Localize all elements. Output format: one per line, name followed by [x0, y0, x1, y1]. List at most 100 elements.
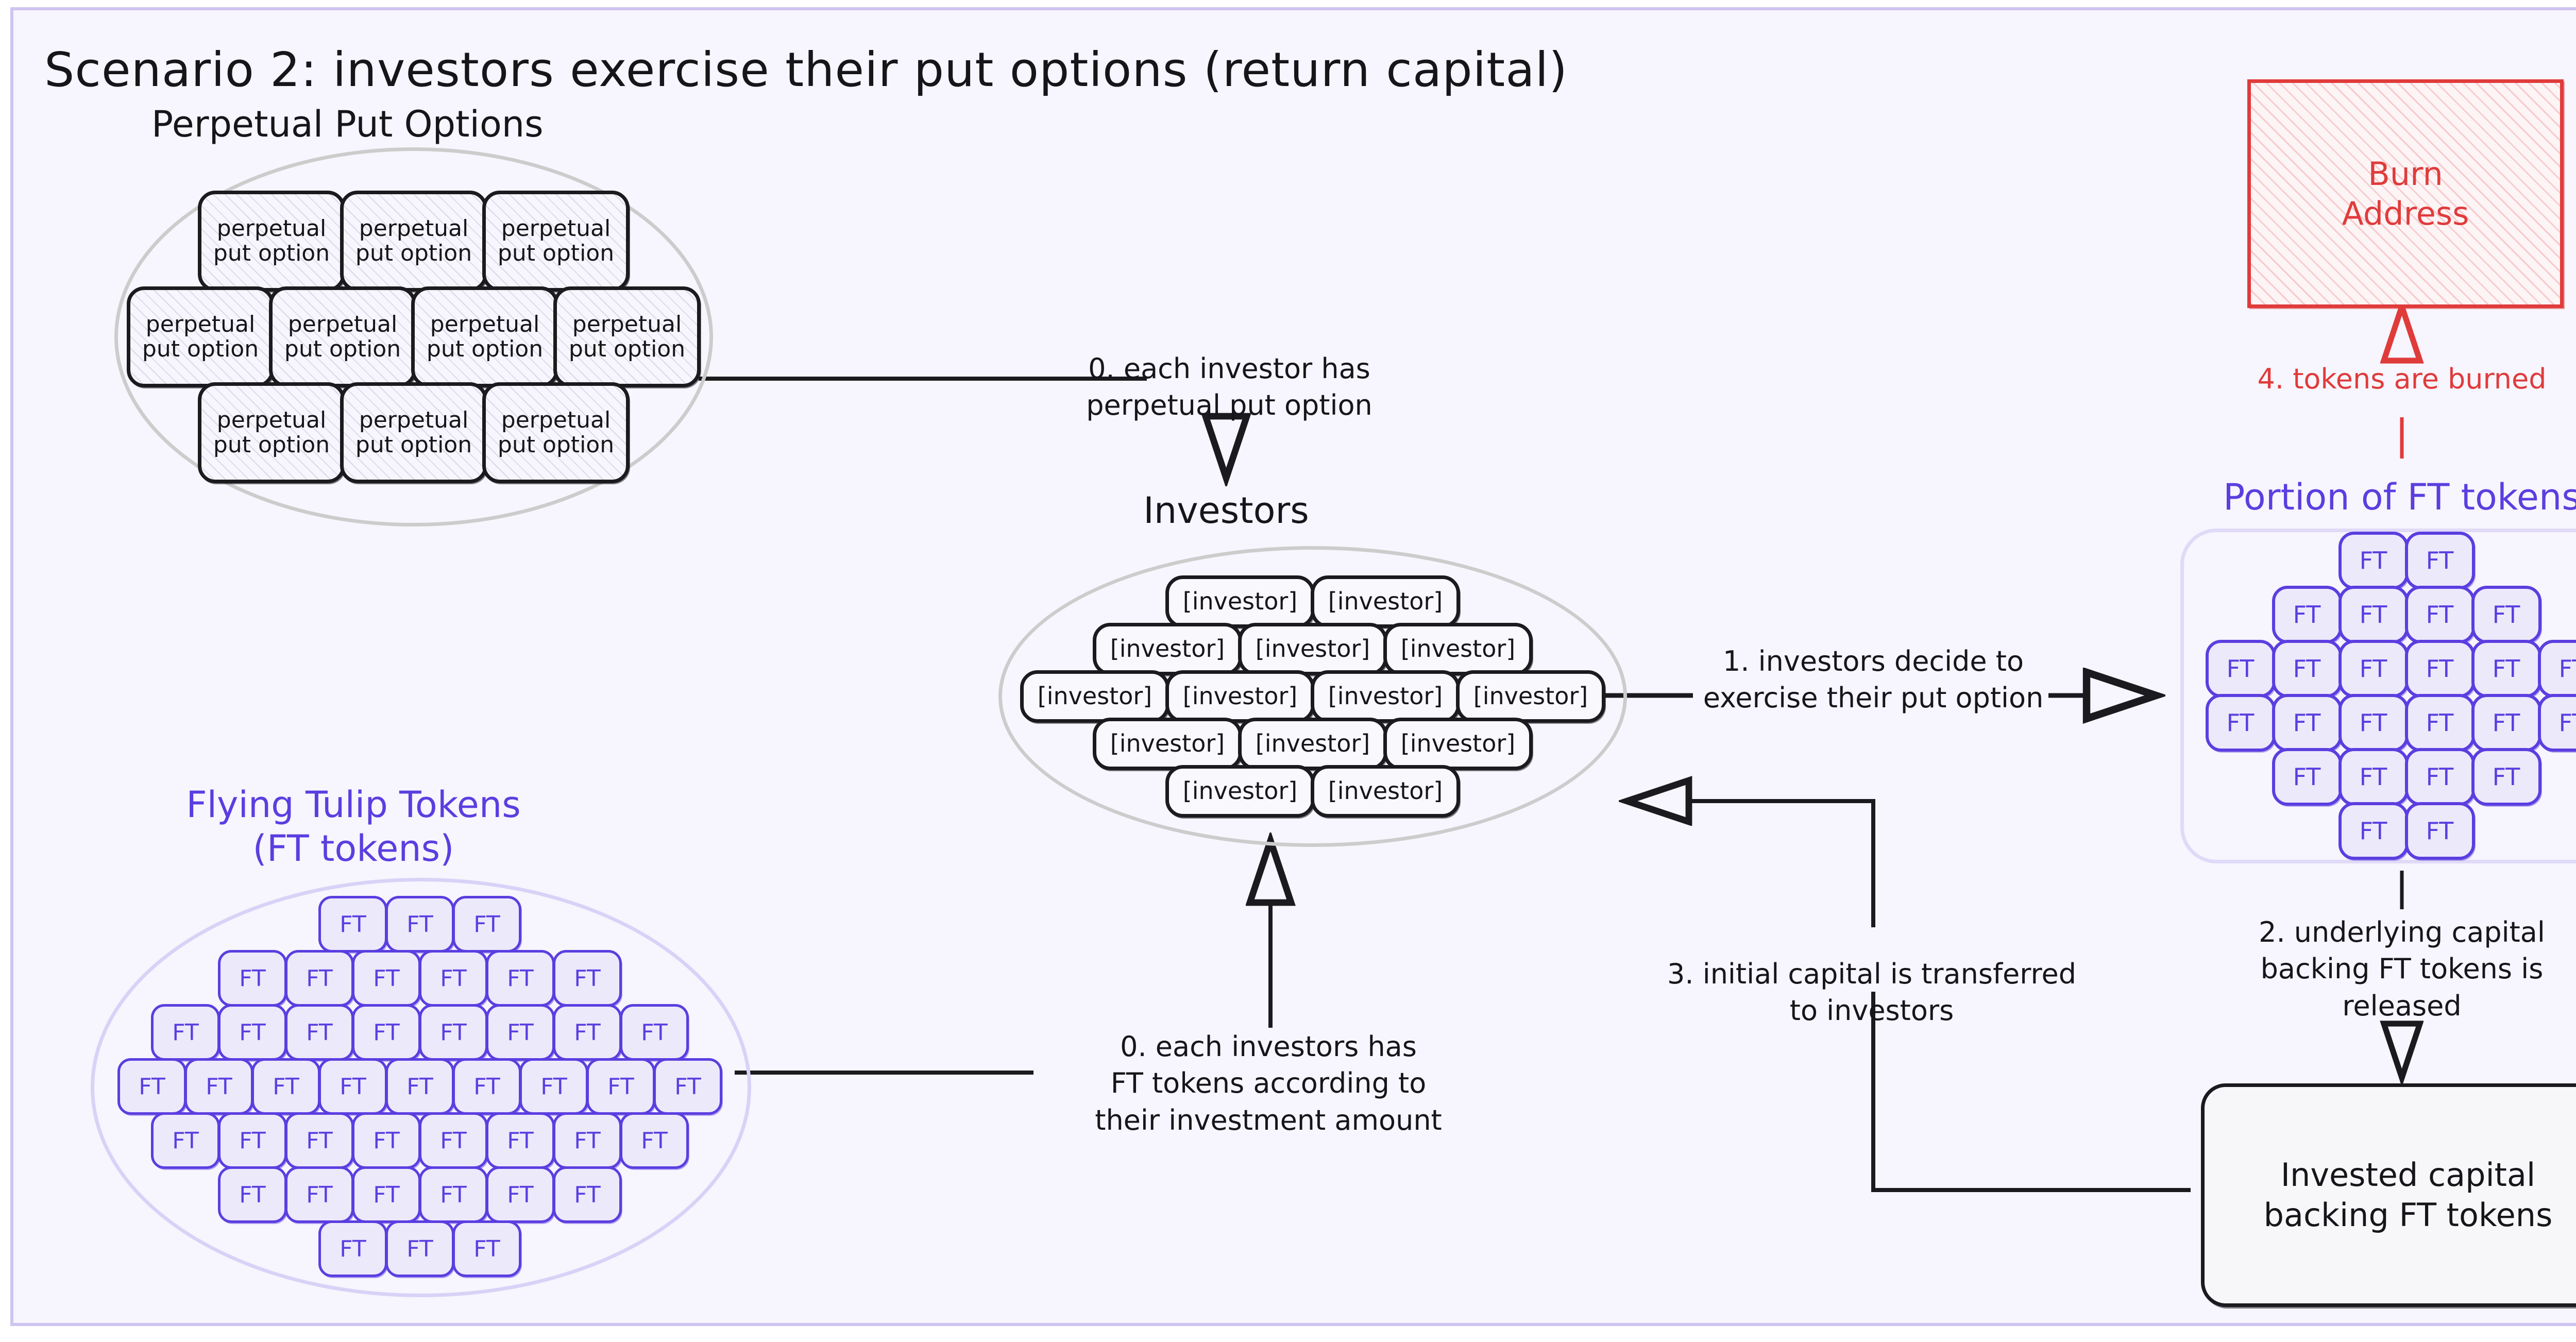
perpetual-put-option-box[interactable]: perpetual put option: [340, 191, 487, 292]
ft-token-box[interactable]: FT: [184, 1058, 253, 1115]
ft-token-box[interactable]: FT: [151, 1004, 220, 1061]
ft-token-box[interactable]: FT: [352, 950, 421, 1007]
portion-ft-token-box[interactable]: FT: [2404, 748, 2475, 806]
perpetual-put-option-box[interactable]: perpetual put option: [553, 286, 701, 387]
investor-box[interactable]: [investor]: [1311, 575, 1460, 628]
perpetual-put-option-box[interactable]: perpetual put option: [269, 286, 416, 387]
ft-token-box[interactable]: FT: [117, 1058, 187, 1115]
ft-token-box[interactable]: FT: [218, 1112, 287, 1169]
ft-token-box[interactable]: FT: [285, 1166, 354, 1223]
perpetual-put-option-box[interactable]: perpetual put option: [127, 286, 274, 387]
ft-token-box[interactable]: FT: [218, 1004, 287, 1061]
investor-box[interactable]: [investor]: [1383, 623, 1533, 675]
ft-token-box[interactable]: FT: [653, 1058, 722, 1115]
investor-box[interactable]: [investor]: [1311, 670, 1460, 723]
ft-token-box[interactable]: FT: [553, 1004, 622, 1061]
invested-capital-node[interactable]: Invested capital backing FT tokens: [2201, 1083, 2576, 1307]
ft-token-box[interactable]: FT: [352, 1166, 421, 1223]
ft-token-box[interactable]: FT: [385, 896, 454, 953]
portion-ft-token-box[interactable]: FT: [2537, 693, 2576, 752]
portion-ft-token-box[interactable]: FT: [2338, 639, 2409, 698]
ft-token-box-label: FT: [440, 1019, 467, 1046]
ft-token-box[interactable]: FT: [419, 1004, 488, 1061]
ft-token-box[interactable]: FT: [452, 1058, 521, 1115]
ft-token-box[interactable]: FT: [318, 896, 387, 953]
ft-token-box[interactable]: FT: [218, 950, 287, 1007]
portion-ft-token-box[interactable]: FT: [2272, 693, 2342, 752]
portion-ft-token-box[interactable]: FT: [2471, 639, 2541, 698]
portion-ft-token-box[interactable]: FT: [2338, 585, 2409, 643]
ft-token-box[interactable]: FT: [553, 1166, 622, 1223]
ft-token-box[interactable]: FT: [419, 1166, 488, 1223]
perpetual-put-option-box[interactable]: perpetual put option: [482, 382, 630, 483]
portion-ft-token-box-label: FT: [2359, 762, 2387, 791]
portion-ft-token-box[interactable]: FT: [2471, 748, 2541, 806]
portion-ft-token-box[interactable]: FT: [2537, 639, 2576, 698]
ft-token-box[interactable]: FT: [419, 1112, 488, 1169]
ft-token-box[interactable]: FT: [285, 950, 354, 1007]
ft-token-box[interactable]: FT: [318, 1058, 387, 1115]
portion-ft-token-box[interactable]: FT: [2404, 802, 2475, 860]
perpetual-put-option-box[interactable]: perpetual put option: [198, 191, 345, 292]
portion-ft-token-box[interactable]: FT: [2471, 693, 2541, 752]
ft-token-box[interactable]: FT: [385, 1220, 454, 1277]
portion-ft-token-box[interactable]: FT: [2272, 585, 2342, 643]
portion-ft-token-box[interactable]: FT: [2272, 748, 2342, 806]
ft-token-box[interactable]: FT: [452, 896, 521, 953]
portion-ft-token-box[interactable]: FT: [2404, 531, 2475, 589]
edge-label-step3-transfer: 3. initial capital is transferred to inv…: [1667, 958, 2076, 1027]
ft-token-box-label: FT: [139, 1073, 165, 1100]
investor-box[interactable]: [investor]: [1165, 670, 1315, 723]
perpetual-put-option-box[interactable]: perpetual put option: [198, 382, 345, 483]
investor-box[interactable]: [investor]: [1165, 765, 1315, 818]
investor-box[interactable]: [investor]: [1383, 718, 1533, 770]
portion-ft-token-box[interactable]: FT: [2471, 585, 2541, 643]
investor-box[interactable]: [investor]: [1311, 765, 1460, 818]
portion-ft-token-box[interactable]: FT: [2205, 693, 2276, 752]
portion-ft-token-box[interactable]: FT: [2338, 748, 2409, 806]
ft-token-box[interactable]: FT: [285, 1112, 354, 1169]
investor-box[interactable]: [investor]: [1456, 670, 1605, 723]
investor-box[interactable]: [investor]: [1238, 718, 1387, 770]
ft-token-box[interactable]: FT: [218, 1166, 287, 1223]
investor-box[interactable]: [investor]: [1165, 575, 1315, 628]
investor-box[interactable]: [investor]: [1093, 718, 1242, 770]
ft-token-box[interactable]: FT: [620, 1004, 689, 1061]
investor-box[interactable]: [investor]: [1238, 623, 1387, 675]
investor-box[interactable]: [investor]: [1093, 623, 1242, 675]
ft-token-box[interactable]: FT: [352, 1112, 421, 1169]
perpetual-put-option-box[interactable]: perpetual put option: [482, 191, 630, 292]
ft-token-box-label: FT: [406, 911, 433, 938]
ft-token-box[interactable]: FT: [285, 1004, 354, 1061]
ft-token-box[interactable]: FT: [385, 1058, 454, 1115]
portion-ft-token-box[interactable]: FT: [2338, 531, 2409, 589]
ft-token-box[interactable]: FT: [620, 1112, 689, 1169]
portion-ft-token-box[interactable]: FT: [2338, 693, 2409, 752]
perpetual-put-option-box[interactable]: perpetual put option: [411, 286, 558, 387]
perpetual-put-option-box[interactable]: perpetual put option: [340, 382, 487, 483]
portion-ft-token-box[interactable]: FT: [2272, 639, 2342, 698]
ft-token-box[interactable]: FT: [553, 950, 622, 1007]
portion-ft-token-box[interactable]: FT: [2338, 802, 2409, 860]
ft-token-box[interactable]: FT: [486, 950, 555, 1007]
ft-token-box[interactable]: FT: [553, 1112, 622, 1169]
portion-of-ft-tokens-title: Portion of FT tokens: [2223, 476, 2576, 518]
ft-token-box[interactable]: FT: [519, 1058, 588, 1115]
portion-ft-token-box[interactable]: FT: [2404, 585, 2475, 643]
portion-ft-token-box[interactable]: FT: [2404, 639, 2475, 698]
ft-token-box[interactable]: FT: [251, 1058, 320, 1115]
burn-address-node[interactable]: Burn Address: [2247, 79, 2564, 308]
ft-token-box[interactable]: FT: [586, 1058, 655, 1115]
investor-box[interactable]: [investor]: [1020, 670, 1170, 723]
ft-token-box[interactable]: FT: [486, 1004, 555, 1061]
portion-ft-token-box[interactable]: FT: [2404, 693, 2475, 752]
ft-token-box[interactable]: FT: [452, 1220, 521, 1277]
invested-capital-line2: backing FT tokens: [2263, 1196, 2553, 1234]
ft-token-box[interactable]: FT: [486, 1112, 555, 1169]
ft-token-box[interactable]: FT: [419, 950, 488, 1007]
ft-token-box[interactable]: FT: [318, 1220, 387, 1277]
ft-token-box[interactable]: FT: [486, 1166, 555, 1223]
ft-token-box[interactable]: FT: [352, 1004, 421, 1061]
ft-token-box[interactable]: FT: [151, 1112, 220, 1169]
portion-ft-token-box[interactable]: FT: [2205, 639, 2276, 698]
